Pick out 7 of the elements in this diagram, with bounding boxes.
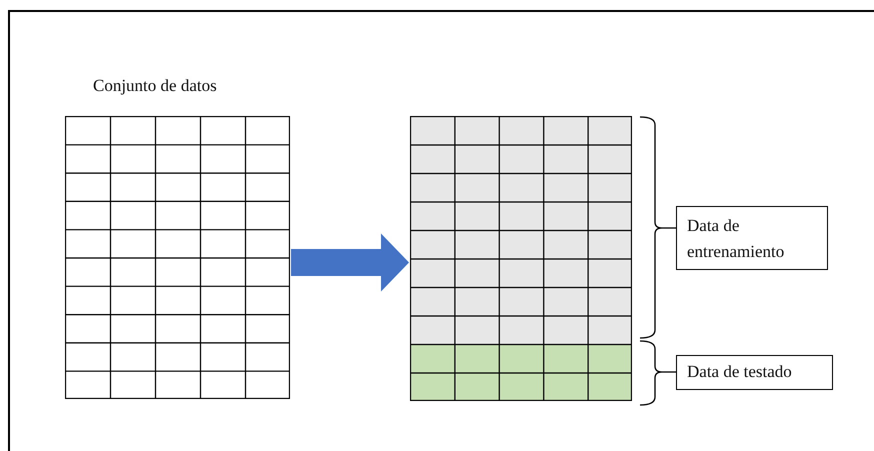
table-title: Conjunto de datos (93, 76, 217, 96)
label-box (676, 206, 828, 270)
label-box (676, 355, 833, 390)
split-data-table (410, 116, 632, 401)
block-arrow (291, 234, 409, 292)
box-label: Data de testado (687, 362, 792, 382)
box-label: Data de entrenamiento (687, 215, 786, 263)
